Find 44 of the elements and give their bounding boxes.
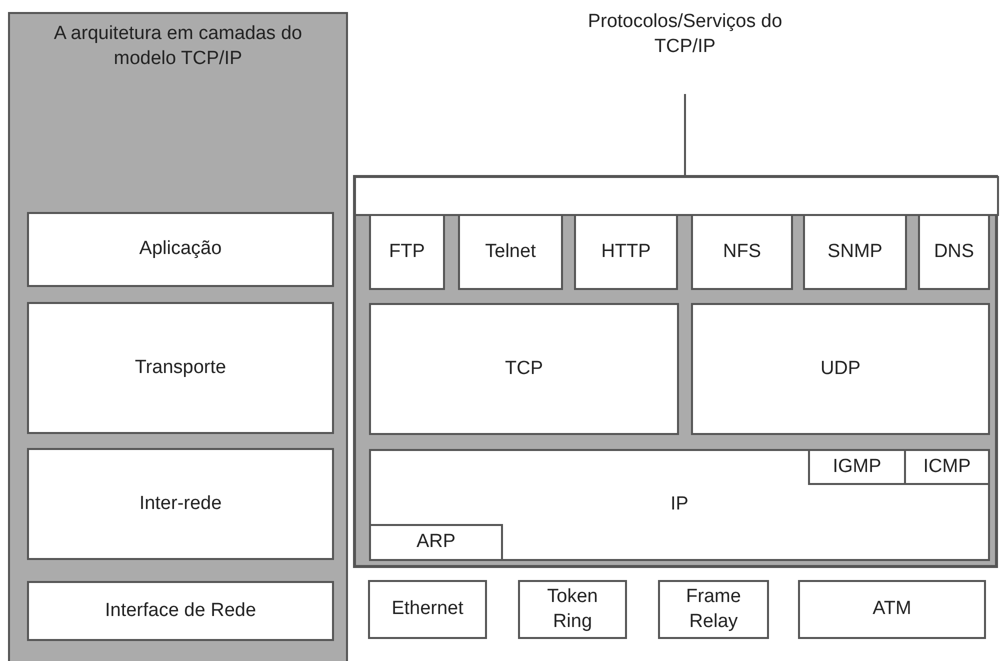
label-text: IP [670,492,690,517]
label-text: Inter-rede [139,492,222,516]
panel-title: A arquitetura em camadas do modelo TCP/IP [52,22,304,71]
label-text: Interface de Rede [104,598,256,623]
label-text: Ethernet [392,597,464,622]
protocol-box [808,449,906,485]
label-text: Transporte [134,356,226,380]
label-text: TCP [505,356,543,381]
network-box [798,580,986,639]
layer-box [27,581,334,641]
protocol-box [369,449,990,561]
protocol-box [803,214,907,290]
label-text: Frame Relay [685,584,742,634]
protocol-box [369,214,445,290]
label-text: Aplicação [139,237,222,262]
protocol-box [369,524,503,561]
label-text: Token Ring [546,584,599,634]
label-text: FTP [389,240,425,264]
layer-box [27,448,334,560]
label-text: HTTP [601,240,651,264]
label-text: SNMP [828,240,882,264]
label-text: ARP [416,530,456,554]
label-text: NFS [723,240,761,264]
top-bar [354,176,999,216]
label-text: DNS [934,240,974,264]
label-text: UDP [820,356,861,381]
connector-line [684,94,686,176]
label-text: IGMP [832,454,882,479]
protocol-box [691,303,990,435]
protocol-panel [353,175,998,568]
label-text: ICMP [923,454,971,479]
label-text: Telnet [485,240,536,264]
heading-text: Protocolos/Serviços do TCP/IP [586,10,784,59]
protocol-box [691,214,793,290]
network-box [658,580,769,639]
protocol-box [574,214,678,290]
network-box [368,580,487,639]
label-text: ATM [872,597,912,622]
layer-box [27,302,334,434]
protocol-box [918,214,990,290]
layer-panel [8,12,348,661]
protocol-box [369,303,679,435]
protocol-box [458,214,563,290]
layer-box [27,212,334,287]
